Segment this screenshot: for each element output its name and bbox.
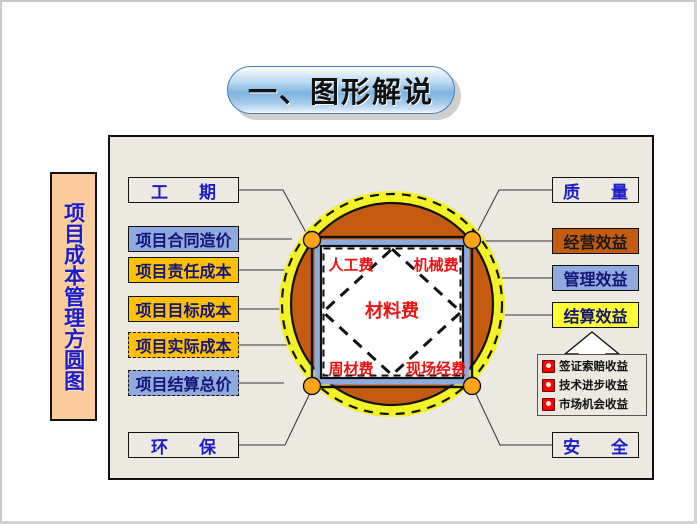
list-item[interactable]: 技术进步收益: [542, 377, 642, 393]
title-banner: 一、图形解说: [227, 66, 455, 114]
square-frame-outer: [310, 235, 474, 389]
benefit-list-box: 签证索赔收益 技术进步收益 市场机会收益: [537, 354, 647, 416]
red-square-bullet-icon: [542, 397, 555, 411]
corner-dot-top-right: [462, 230, 482, 250]
corner-dot-bottom-left: [302, 376, 322, 396]
label-box-construction-period[interactable]: 工 期: [128, 177, 239, 203]
list-item[interactable]: 签证索赔收益: [542, 358, 642, 374]
label-box-operating-benefit[interactable]: 经营效益: [552, 228, 639, 254]
outer-yellow-ring: [279, 191, 505, 417]
label-text: 环 保: [151, 437, 223, 458]
list-item-label: 技术进步收益: [559, 378, 628, 392]
corner-dot-bottom-right: [462, 376, 482, 396]
label-text: 管理效益: [563, 270, 628, 289]
label-top-right: 机械费: [413, 256, 458, 274]
label-box-management-benefit[interactable]: 管理效益: [552, 265, 639, 291]
label-box-settlement-benefit[interactable]: 结算效益: [552, 302, 639, 328]
label-text: 质 量: [563, 182, 635, 203]
label-box-quality[interactable]: 质 量: [552, 177, 639, 203]
label-bottom-right: 现场经费: [406, 360, 466, 378]
label-text: 项目目标成本: [135, 301, 232, 320]
list-item-label: 签证索赔收益: [559, 359, 628, 373]
label-box-safety[interactable]: 安 全: [552, 432, 639, 458]
dashed-diamond: [320, 246, 464, 378]
label-box-contract-price[interactable]: 项目合同造价: [128, 226, 239, 252]
label-text: 项目责任成本: [135, 262, 232, 281]
label-text: 安 全: [563, 437, 635, 458]
label-box-environmental-protection[interactable]: 环 保: [128, 432, 239, 458]
outer-dashed-circle: [280, 192, 504, 416]
label-text: 项目实际成本: [135, 337, 232, 356]
page-title: 一、图形解说: [247, 75, 434, 109]
list-item[interactable]: 市场机会收益: [542, 396, 642, 412]
label-bottom-left: 周材费: [328, 360, 373, 378]
sidebar-vertical-title: 项目成本管理方圆图: [50, 172, 97, 421]
label-box-target-cost[interactable]: 项目目标成本: [128, 296, 239, 322]
label-box-responsibility-cost[interactable]: 项目责任成本: [128, 257, 239, 283]
corner-dot-top-left: [302, 230, 322, 250]
label-text: 工 期: [151, 182, 223, 203]
label-box-settlement-total[interactable]: 项目结算总价: [128, 370, 239, 396]
label-box-actual-cost[interactable]: 项目实际成本: [128, 332, 239, 358]
inner-dashed-square: [322, 247, 462, 377]
label-text: 项目合同造价: [135, 231, 232, 250]
label-top-left: 人工费: [328, 256, 373, 274]
red-square-bullet-icon: [542, 378, 555, 392]
label-text: 经营效益: [563, 233, 628, 252]
red-square-bullet-icon: [542, 359, 555, 373]
label-text: 项目结算总价: [135, 375, 232, 394]
label-center: 材料费: [365, 300, 419, 322]
sidebar-title-label: 项目成本管理方圆图: [61, 202, 86, 391]
list-item-label: 市场机会收益: [559, 397, 628, 411]
label-text: 结算效益: [563, 307, 628, 326]
